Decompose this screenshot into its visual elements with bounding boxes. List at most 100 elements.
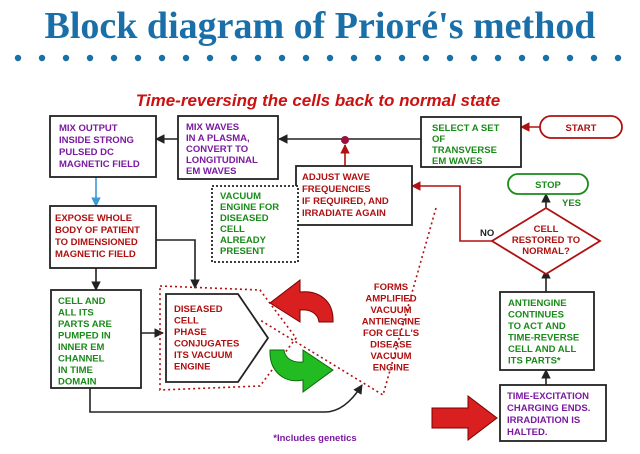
text-line: ITS VACUUM xyxy=(174,350,232,361)
green-curved-arrow xyxy=(269,349,334,393)
decision-diamond xyxy=(490,206,602,276)
text-line: CHARGING ENDS. xyxy=(507,403,590,414)
text-line: DISEASE xyxy=(370,340,412,351)
connector-cell-parts-to-forms xyxy=(89,384,363,413)
mix-waves-box xyxy=(177,115,279,180)
divider-dot xyxy=(158,54,166,62)
text-line: IF REQUIRED, AND xyxy=(302,196,389,207)
text-line: TIME-REVERSE xyxy=(508,333,579,344)
text-line: PARTS ARE xyxy=(58,319,112,330)
text-line: VACUUM xyxy=(371,305,412,316)
text-line: OF xyxy=(432,134,445,145)
vacuum-engine-box xyxy=(211,185,299,263)
title-dot-divider xyxy=(14,54,622,62)
divider-dot xyxy=(446,54,454,62)
text-line: IN A PLASMA, xyxy=(186,133,250,144)
text-line: LONGITUDINAL xyxy=(186,155,258,166)
text-line: FORMS xyxy=(374,282,408,293)
text-line: FOR CELL'S xyxy=(363,328,419,339)
yes-label: YES xyxy=(562,198,581,209)
diagram-subtitle: Time-reversing the cells back to normal … xyxy=(136,91,500,110)
text-line: IN TIME xyxy=(58,365,93,376)
divider-dot xyxy=(614,54,622,62)
no-label: NO xyxy=(480,228,494,239)
start-terminal xyxy=(539,115,623,139)
text-line: CHANNEL xyxy=(58,354,105,365)
junction-dot xyxy=(341,136,349,144)
divider-dot xyxy=(110,54,118,62)
text-line: IRRADIATE AGAIN xyxy=(302,208,386,219)
text-line: IRRADIATION IS xyxy=(507,415,580,426)
divider-dot xyxy=(14,54,22,62)
footnote: *Includes genetics xyxy=(273,433,356,444)
divider-dot xyxy=(38,54,46,62)
expose-body-box xyxy=(49,205,157,269)
text-line: ENGINE xyxy=(373,363,409,374)
text-line: TO ACT AND xyxy=(508,321,566,332)
divider-dot xyxy=(470,54,478,62)
divider-dot xyxy=(182,54,190,62)
text-line: CELL xyxy=(174,316,199,327)
text-line: TRANSVERSE xyxy=(432,145,497,156)
text-line: INNER EM xyxy=(58,342,105,353)
text-line: CELL xyxy=(220,224,245,235)
text-line: ENGINE FOR xyxy=(220,202,279,213)
divider-dot xyxy=(518,54,526,62)
text-line: DOMAIN xyxy=(58,377,97,388)
text-line: CONTINUES xyxy=(508,310,564,321)
divider-dot xyxy=(566,54,574,62)
divider-dot xyxy=(254,54,262,62)
adjust-wave-box xyxy=(295,165,413,226)
text-line: EM WAVES xyxy=(432,156,483,167)
mix-output-box xyxy=(49,115,157,178)
select-waves-box xyxy=(420,116,522,168)
divider-dot xyxy=(590,54,598,62)
red-curved-arrow xyxy=(269,278,334,323)
divider-dot xyxy=(230,54,238,62)
connector-expose-to-diseased xyxy=(156,239,200,289)
text-line: AMPLIFIED xyxy=(365,294,416,305)
divider-dot xyxy=(206,54,214,62)
diseased-cell-box xyxy=(165,293,270,383)
text-line: PULSED DC xyxy=(59,147,114,158)
divider-dot xyxy=(422,54,430,62)
antiengine-box xyxy=(499,291,595,371)
stop-terminal xyxy=(507,173,589,195)
text-line: MIX WAVES xyxy=(186,122,239,133)
text-line: VACUUM xyxy=(371,351,412,362)
text-line: ADJUST WAVE xyxy=(302,172,370,183)
text-line: ANTIENGINE xyxy=(508,298,567,309)
text-line: BODY OF PATIENT xyxy=(55,225,140,236)
text-line: PRESENT xyxy=(220,246,265,257)
cell-parts-box xyxy=(50,289,142,389)
text-line: HALTED. xyxy=(507,427,547,438)
text-line: INSIDE STRONG xyxy=(59,135,134,146)
divider-dot xyxy=(302,54,310,62)
text-line: MIX OUTPUT xyxy=(59,123,118,134)
diagram-title: Block diagram of Prioré's method xyxy=(45,5,596,47)
text-line: TO DIMENSIONED xyxy=(55,237,138,248)
text-line: VACUUM xyxy=(220,191,261,202)
text-line: ITS PARTS* xyxy=(508,356,561,367)
text-line: ALL ITS xyxy=(58,308,94,319)
text-line: MAGNETIC FIELD xyxy=(59,159,140,170)
text-line: RESTORED TO xyxy=(512,235,580,246)
connector-decision-no-to-adjust xyxy=(411,181,507,242)
text-line: CELL AND xyxy=(58,296,106,307)
text-line: EM WAVES xyxy=(186,166,237,177)
divider-dot xyxy=(134,54,142,62)
divider-dot xyxy=(62,54,70,62)
divider-dot xyxy=(494,54,502,62)
text-line: ALREADY xyxy=(220,235,267,246)
